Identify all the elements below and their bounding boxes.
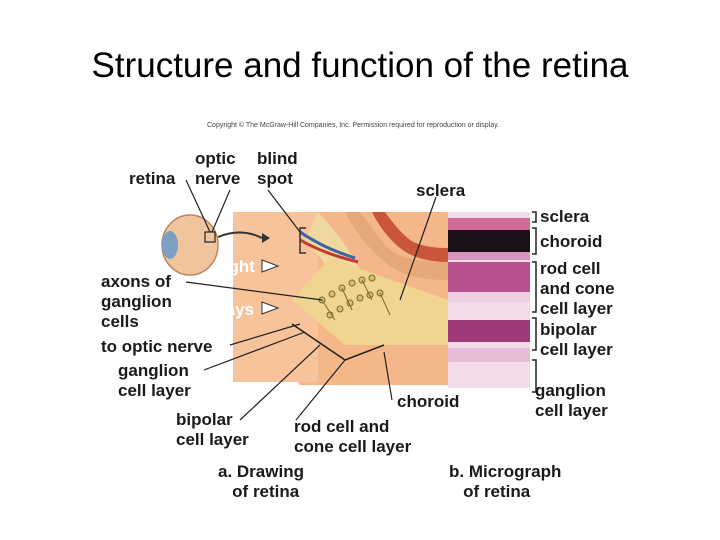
- label-rays: rays: [219, 300, 254, 319]
- optic-nerve-vessel-blue: [299, 230, 356, 260]
- optic-nerve-vessel-red: [299, 238, 359, 264]
- light-ray-arrow-2: [261, 301, 280, 315]
- label-blind-spot: blind spot: [257, 149, 298, 188]
- caption-micrograph: b. Micrograph of retina: [449, 462, 562, 501]
- label-choroid-drawing: choroid: [397, 392, 460, 411]
- label-micrograph-ganglion-layer: ganglion cell layer: [535, 381, 608, 420]
- micrograph-panel: [448, 212, 530, 388]
- copyright-notice: Copyright © The McGraw-Hill Companies, I…: [207, 122, 500, 129]
- blind-spot-bracket: [299, 227, 306, 254]
- label-ganglion-cell-layer: ganglion cell layer: [118, 361, 191, 400]
- label-micrograph-choroid: choroid: [540, 232, 603, 251]
- retina-cell-region: [292, 258, 448, 345]
- sclera-band-drawing: [345, 212, 448, 280]
- label-to-optic-nerve: to optic nerve: [101, 337, 213, 356]
- micrograph-brackets: [532, 211, 537, 393]
- label-sclera-drawing: sclera: [416, 181, 466, 200]
- label-micrograph-rod-cone-layer: rod cell and cone cell layer: [540, 259, 615, 318]
- leader-lines: [185, 179, 437, 421]
- label-micrograph-bipolar-layer: bipolar cell layer: [540, 320, 613, 359]
- eyeball-icon: [161, 214, 270, 276]
- choroid-band-drawing: [372, 212, 448, 262]
- retina-cells: [318, 274, 391, 321]
- caption-drawing: a. Drawing of retina: [218, 462, 304, 501]
- label-retina: retina: [129, 169, 176, 188]
- label-axons-of-ganglion-cells: axons of ganglion cells: [101, 272, 172, 331]
- slide-title: Structure and function of the retina: [91, 46, 629, 85]
- label-rod-cone-cell-layer: rod cell and cone cell layer: [294, 417, 412, 456]
- label-micrograph-sclera: sclera: [540, 207, 590, 226]
- label-light: light: [219, 257, 255, 276]
- light-ray-arrow-1: [261, 259, 280, 273]
- label-optic-nerve: optic nerve: [195, 149, 241, 188]
- label-bipolar-cell-layer: bipolar cell layer: [176, 410, 249, 449]
